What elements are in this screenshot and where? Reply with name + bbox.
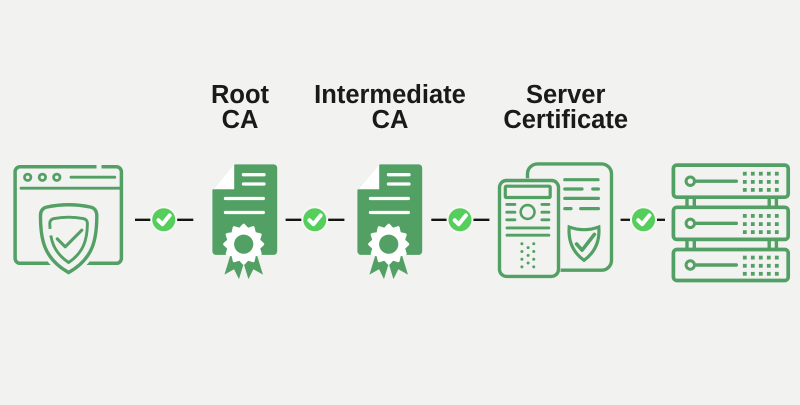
svg-text:CA: CA — [222, 106, 259, 134]
svg-text:CA: CA — [372, 106, 409, 134]
svg-text:Certificate: Certificate — [503, 106, 628, 134]
svg-text:Server: Server — [526, 81, 605, 109]
svg-text:Root: Root — [211, 81, 270, 109]
svg-text:Intermediate: Intermediate — [314, 81, 466, 109]
